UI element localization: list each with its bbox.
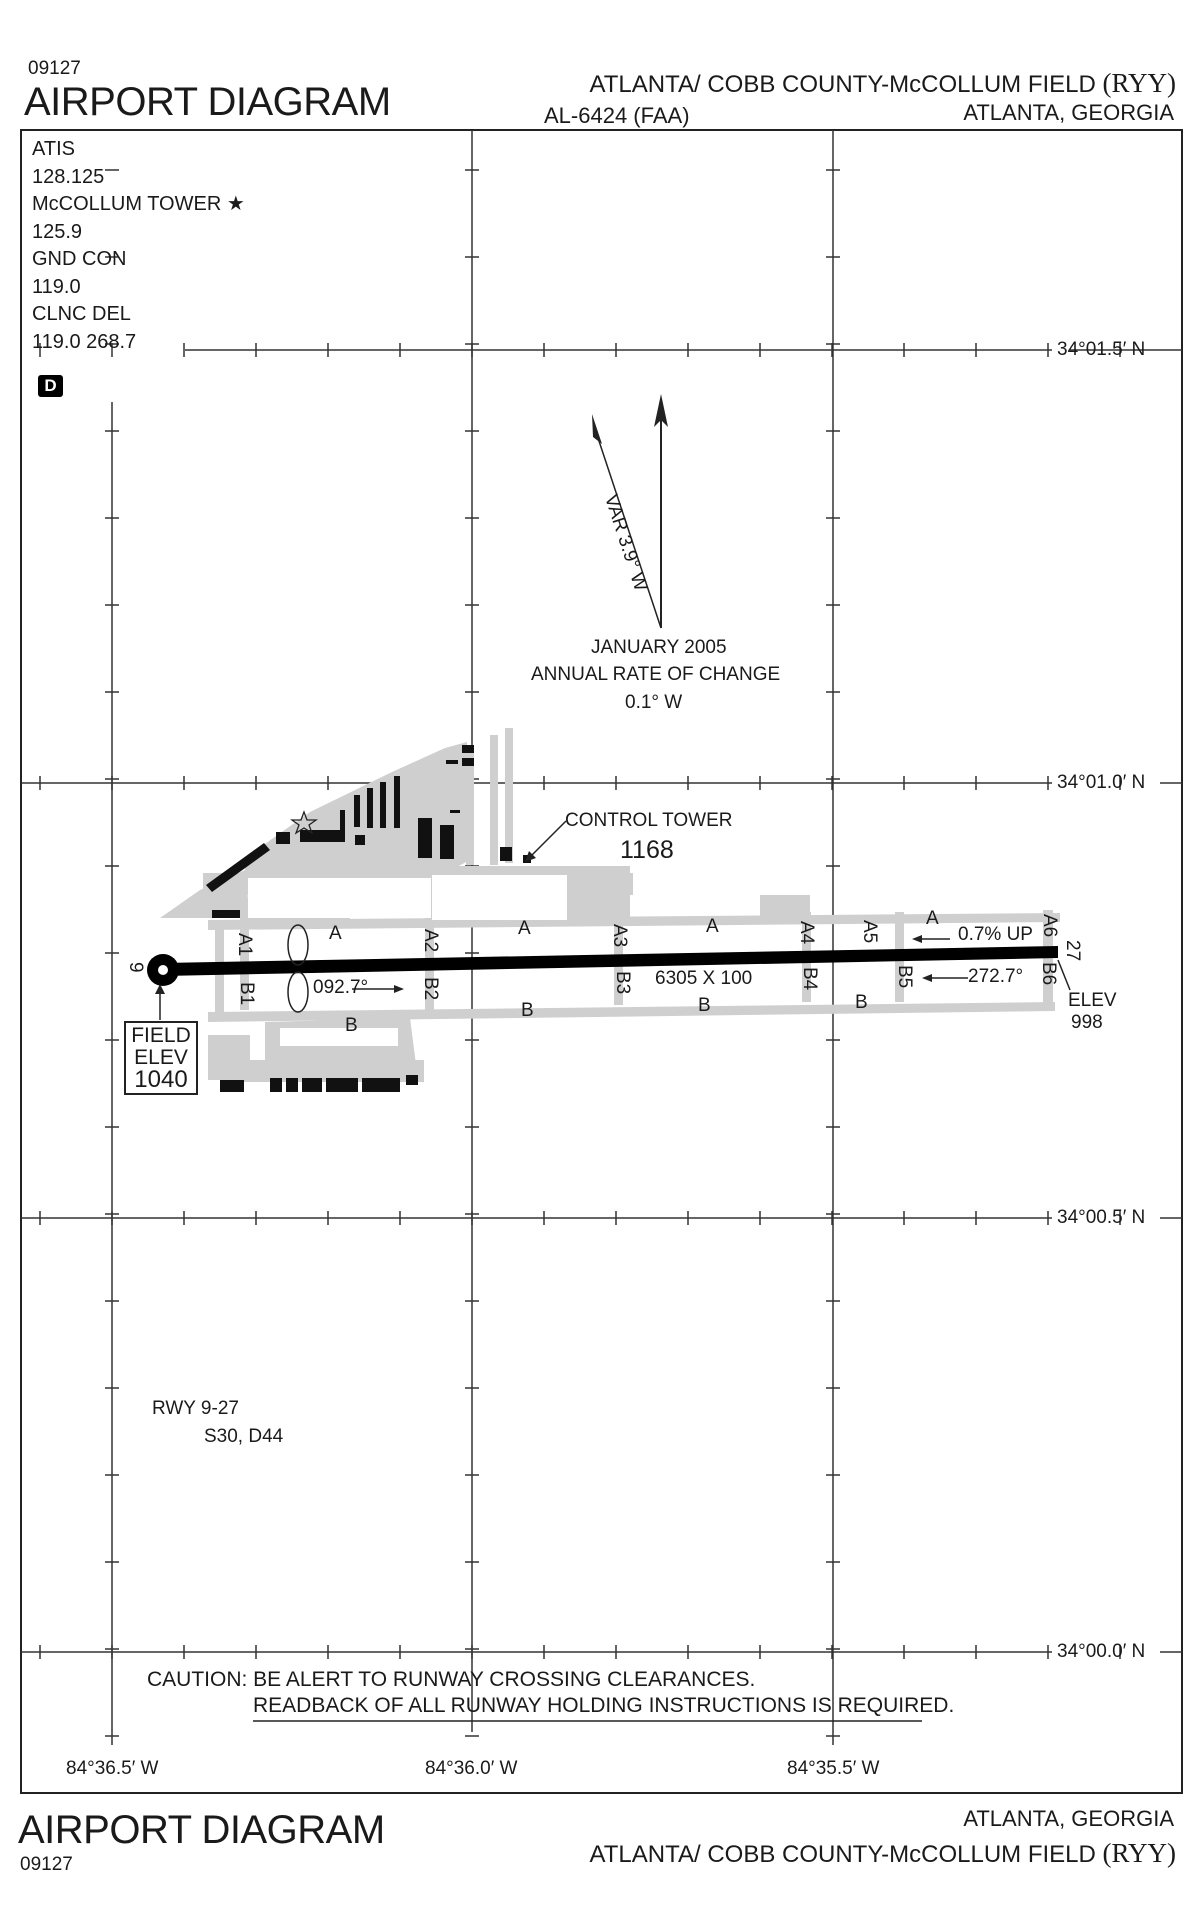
field-elev-line1: FIELD	[131, 1024, 191, 1047]
chart-frame	[20, 129, 1183, 1794]
freq-line: CLNC DEL	[32, 303, 131, 325]
mag-rate-value: 0.1° W	[625, 692, 683, 713]
field-elev-value: 1040	[134, 1066, 188, 1093]
taxiway-a3-label: A3	[609, 924, 630, 948]
taxiway-a-label: A	[926, 908, 939, 929]
freq-line: 128.125	[32, 165, 105, 188]
magnetic-north-line	[595, 431, 662, 629]
caution-note: CAUTION: BE ALERT TO RUNWAY CROSSING CLE…	[147, 1667, 954, 1719]
footer-airport-name: ATLANTA/ COBB COUNTY-McCOLLUM FIELD (RYY…	[590, 1838, 1176, 1869]
control-tower-elev: 1168	[620, 836, 674, 864]
lighting-ellipse-top	[287, 924, 309, 966]
lon-label: 84°36.5′ W	[66, 1758, 159, 1779]
taxiway-b-label: B	[855, 992, 868, 1013]
lon-label: 84°36.0′ W	[425, 1758, 518, 1779]
footer-city-state: ATLANTA, GEORGIA	[963, 1806, 1174, 1831]
freq-line: 119.0	[32, 275, 81, 298]
airport-name: ATLANTA/ COBB COUNTY-McCOLLUM FIELD	[589, 71, 1096, 98]
lat-label: 34°01.0′ N	[1057, 772, 1146, 793]
taxiway-b1-label: B1	[236, 982, 257, 1006]
taxiway-a6-label: A6	[1039, 914, 1060, 938]
taxiway-b5-label: B5	[894, 965, 915, 989]
magnetic-north-arrow	[592, 414, 602, 444]
taxiway-a-label: A	[518, 918, 531, 939]
airport-id: (RYY)	[1102, 68, 1177, 98]
freq-line: 119.0 268.7	[32, 330, 137, 353]
chart-number: 09127	[28, 58, 81, 79]
footer-title: AIRPORT DIAGRAM	[18, 1808, 385, 1852]
runway-9-27	[163, 946, 1058, 976]
city-state-header: ATLANTA, GEORGIA	[963, 100, 1174, 125]
east-elev-value: 998	[1071, 1012, 1103, 1033]
taxiway-b2-label: B2	[420, 977, 441, 1001]
airport-name-header: ATLANTA/ COBB COUNTY-McCOLLUM FIELD (RYY…	[590, 68, 1176, 99]
runway-strength-title: RWY 9-27	[152, 1398, 239, 1419]
taxiway-a2-label: A2	[420, 929, 441, 953]
footer-airport-name-text: ATLANTA/ COBB COUNTY-McCOLLUM FIELD	[589, 1841, 1096, 1868]
true-north-arrow	[654, 394, 668, 427]
freq-line: 125.9	[32, 220, 83, 243]
heading-arrow-west	[922, 974, 932, 982]
taxiway-a5-label: A5	[859, 920, 880, 944]
footer-airport-id: (RYY)	[1102, 1838, 1177, 1868]
tower-pointer	[531, 820, 567, 856]
freq-line: McCOLLUM TOWER ★	[32, 193, 245, 215]
east-elev-label: ELEV	[1068, 990, 1117, 1011]
procedure-id: AL-6424 (FAA)	[544, 103, 690, 128]
field-elev-line2: ELEV	[134, 1046, 188, 1069]
lat-label: 34°01.5′ N	[1057, 339, 1146, 360]
buildings	[206, 745, 531, 1092]
caution-line1: CAUTION: BE ALERT TO RUNWAY CROSSING CLE…	[147, 1668, 756, 1691]
frequency-list: ATIS 128.125 McCOLLUM TOWER ★ 125.9 GND …	[32, 136, 245, 356]
taxiway-a-label: A	[329, 923, 342, 944]
runway-dimensions: 6305 X 100	[655, 968, 753, 989]
freq-line: ATIS	[32, 138, 75, 160]
runway-end-27: 27	[1062, 940, 1083, 962]
lon-label: 84°35.5′ W	[787, 1758, 880, 1779]
taxiway-b3-label: B3	[612, 971, 633, 995]
lighting-ellipse-bottom	[287, 971, 309, 1013]
taxiway-a-label: A	[706, 916, 719, 937]
taxiway-a1-label: A1	[234, 933, 255, 957]
beacon-star-icon	[289, 810, 319, 835]
d-symbol: D	[38, 375, 63, 397]
mag-rate-label: ANNUAL RATE OF CHANGE	[531, 664, 781, 685]
taxiway-b-label: B	[698, 995, 711, 1016]
slope-arrow	[912, 935, 922, 943]
control-tower-label: CONTROL TOWER	[565, 810, 733, 831]
field-elevation-box: FIELD ELEV 1040	[124, 1021, 198, 1095]
runway-heading-west: 092.7°	[313, 977, 369, 998]
runway-end-9: 9	[125, 962, 146, 973]
runway-heading-east: 272.7°	[968, 966, 1024, 987]
runway-strength-value: S30, D44	[204, 1426, 284, 1447]
runway-slope: 0.7% UP	[958, 924, 1033, 945]
taxiway-b6-label: B6	[1038, 962, 1059, 986]
footer-chart-number: 09127	[20, 1854, 73, 1875]
taxiway-b-label: B	[521, 1000, 534, 1021]
freq-line: GND CON	[32, 248, 127, 270]
lat-label: 34°00.0′ N	[1057, 1641, 1146, 1662]
taxiway-b-label: B	[345, 1015, 358, 1036]
chart-title: AIRPORT DIAGRAM	[24, 80, 391, 124]
taxiway-a4-label: A4	[796, 921, 817, 945]
taxiway-b4-label: B4	[799, 967, 820, 991]
lat-label: 34°00.5′ N	[1057, 1207, 1146, 1228]
caution-line2: READBACK OF ALL RUNWAY HOLDING INSTRUCTI…	[253, 1694, 955, 1717]
heading-arrow-east	[394, 985, 404, 993]
mag-date: JANUARY 2005	[591, 637, 727, 658]
